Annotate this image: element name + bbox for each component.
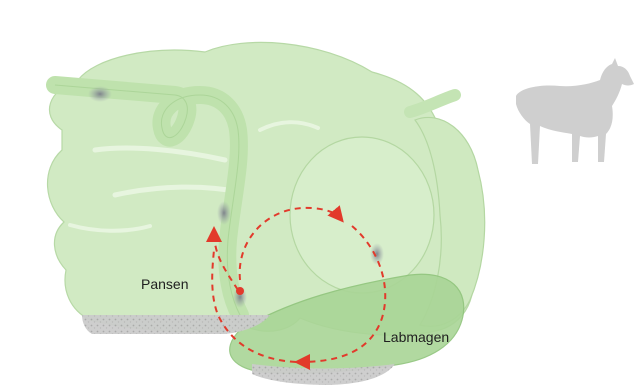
goat-silhouette-icon <box>516 58 634 164</box>
substance-spot-esophagus <box>88 86 112 102</box>
omasum-chamber <box>290 137 434 293</box>
label-rumen: Pansen <box>141 276 188 292</box>
substance-spot-tube <box>217 201 231 225</box>
label-abomasum: Labmagen <box>383 329 449 345</box>
flow-start-dot <box>236 287 244 295</box>
substance-spot-omasum <box>370 243 384 265</box>
